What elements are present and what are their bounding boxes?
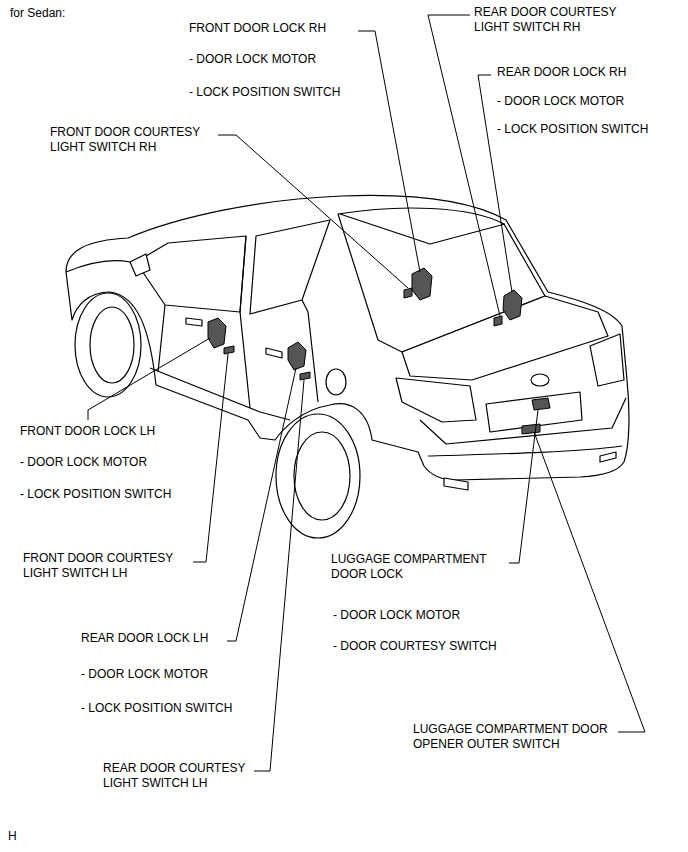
bumper-line [428, 446, 622, 456]
leader-line [509, 410, 538, 563]
leader-line [227, 368, 296, 641]
courtesy-switch [494, 316, 502, 326]
side-mirror [130, 254, 150, 276]
part-label: - LOCK POSITION SWITCH [497, 122, 648, 137]
reflector [444, 478, 468, 490]
front-side-window [136, 236, 246, 312]
door-lock-rh-rear [503, 290, 522, 320]
tail-light-right [590, 334, 624, 386]
roof-line [340, 214, 505, 244]
tail-light-left [396, 378, 476, 422]
leader-line [193, 354, 228, 562]
door-lock-lh-front [208, 318, 226, 348]
emblem [531, 374, 549, 386]
courtesy-switch [300, 372, 310, 380]
luggage-door-lock [532, 398, 550, 410]
part-label: FRONT DOOR LOCK RH [189, 21, 326, 36]
door-lock-rh-front [412, 268, 432, 300]
part-label: FRONT DOOR LOCK LH [20, 424, 155, 439]
part-label: FRONT DOOR COURTESY LIGHT SWITCH RH [50, 125, 215, 155]
fuel-door [326, 369, 346, 395]
part-label: - DOOR LOCK MOTOR [333, 608, 460, 623]
door-seam [158, 305, 165, 372]
part-label: REAR DOOR LOCK LH [81, 631, 208, 646]
part-label: - DOOR LOCK MOTOR [189, 52, 316, 67]
reflector [600, 452, 616, 462]
part-label: LUGGAGE COMPARTMENT DOOR OPENER OUTER SW… [413, 722, 623, 752]
part-label: REAR DOOR COURTESY LIGHT SWITCH LH [103, 761, 268, 791]
door-seam [240, 236, 250, 408]
part-label: - DOOR LOCK MOTOR [497, 94, 624, 109]
leader-line [534, 432, 645, 732]
door-lock-lh-rear [288, 342, 306, 370]
rear-wheel [276, 414, 360, 538]
leader-line [88, 338, 210, 420]
courtesy-switch [404, 288, 412, 298]
leader-line [218, 135, 408, 288]
door-handle [266, 348, 282, 358]
front-wheel [75, 293, 141, 397]
courtesy-switch [224, 346, 234, 354]
leader-line [428, 15, 500, 316]
rear-rim [294, 432, 350, 520]
part-label: - DOOR COURTESY SWITCH [333, 639, 497, 654]
part-label: REAR DOOR COURTESY LIGHT SWITCH RH [474, 5, 639, 35]
part-label: - DOOR LOCK MOTOR [81, 667, 208, 682]
part-label: - LOCK POSITION SWITCH [20, 487, 171, 502]
leader-line [358, 31, 420, 272]
part-label: - LOCK POSITION SWITCH [189, 85, 340, 100]
rear-side-window [250, 220, 330, 314]
side-sill [150, 368, 290, 420]
figure-heading: for Sedan: [10, 6, 65, 21]
leader-line [254, 380, 304, 771]
part-label: H [8, 829, 17, 844]
part-label: - LOCK POSITION SWITCH [81, 701, 232, 716]
part-label: - DOOR LOCK MOTOR [20, 455, 147, 470]
part-label: REAR DOOR LOCK RH [497, 65, 626, 80]
part-label: FRONT DOOR COURTESY LIGHT SWITCH LH [23, 551, 188, 581]
hood-line [66, 260, 130, 272]
part-label: LUGGAGE COMPARTMENT DOOR LOCK [331, 552, 509, 582]
door-handle [186, 318, 202, 326]
opener-switch [522, 424, 540, 434]
front-rim [90, 307, 134, 383]
